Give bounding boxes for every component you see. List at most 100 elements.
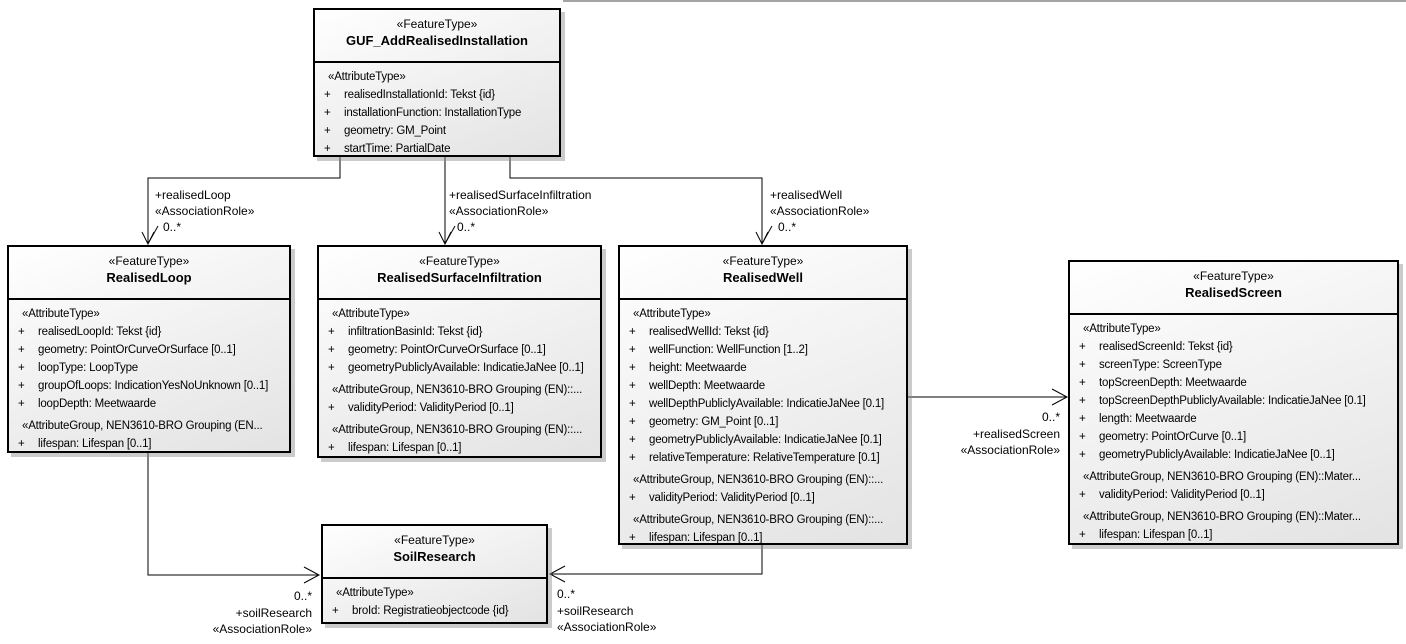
attribute-row: +installationFunction: InstallationType [324, 107, 522, 119]
attribute-row: +height: Meetwaarde [629, 362, 747, 374]
assoc-realisedloop-role: +realisedLoop [155, 188, 231, 202]
attribute-row: +broId: Registratieobjectcode {id} [332, 605, 509, 617]
attribute-row: +length: Meetwaarde [1079, 413, 1197, 425]
attribute-row: +wellDepthPubliclyAvailable: IndicatieJa… [629, 398, 885, 410]
assoc-realisedscreen-role: +realisedScreen [972, 427, 1060, 441]
assoc-realisedwell-role: +realisedWell [770, 188, 843, 202]
class-name: SoilResearch [393, 549, 476, 564]
box-title: «FeatureType» GUF_AddRealisedInstallatio… [315, 10, 559, 63]
attribute-row: +groupOfLoops: IndicationYesNoUnknown [0… [18, 380, 269, 392]
attribute-row: +validityPeriod: ValidityPeriod [0..1] [328, 402, 514, 414]
assoc-soilresearch-left-multiplicity: 0..* [293, 589, 312, 603]
box-title: «FeatureType» RealisedLoop [9, 247, 289, 300]
stereotype-row: «AttributeType» [1083, 323, 1161, 335]
attribute-row: +topScreenDepth: Meetwaarde [1079, 377, 1247, 389]
class-box-realisedsurfaceinfiltration[interactable]: «FeatureType» RealisedSurfaceInfiltratio… [317, 245, 602, 458]
attribute-row: +loopType: LoopType [18, 362, 138, 374]
attribute-row: +lifespan: Lifespan [0..1] [328, 442, 462, 454]
class-box-realisedloop[interactable]: «FeatureType» RealisedLoop «AttributeTyp… [7, 245, 291, 453]
stereotype-label: «FeatureType» [394, 533, 475, 547]
assoc-realisedwell-multiplicity: 0..* [778, 220, 797, 234]
attributes-compartment: «AttributeType» +realisedWellId: Tekst {… [620, 300, 906, 544]
stereotype-row: «AttributeGroup, NEN3610-BRO Grouping (E… [22, 420, 263, 432]
attribute-row: +topScreenDepthPubliclyAvailable: Indica… [1079, 395, 1366, 407]
attributes-compartment: «AttributeType» +realisedLoopId: Tekst {… [9, 300, 289, 451]
assoc-line-realisedwell [509, 157, 763, 243]
assoc-soilresearch-left-role: +soilResearch [235, 606, 312, 620]
attribute-row: +geometry: PointOrCurveOrSurface [0..1] [18, 344, 236, 356]
box-title: «FeatureType» RealisedScreen [1070, 262, 1397, 315]
attribute-row: +geometry: GM_Point [324, 125, 446, 137]
stereotype-label: «FeatureType» [419, 254, 500, 268]
attributes-compartment: «AttributeType» +infiltrationBasinId: Te… [319, 300, 600, 456]
assoc-line-soilresearch-left [147, 453, 318, 576]
class-name: GUF_AddRealisedInstallation [345, 33, 529, 48]
box-title: «FeatureType» RealisedSurfaceInfiltratio… [319, 247, 600, 300]
attribute-row: +loopDepth: Meetwaarde [18, 398, 156, 410]
assoc-line-realisedloop [147, 157, 341, 243]
attribute-row: +startTime: PartialDate [324, 143, 451, 155]
stereotype-row: «AttributeGroup, NEN3610-BRO Grouping (E… [332, 424, 583, 436]
assoc-soilresearch-right-stereotype: «AssociationRole» [557, 620, 657, 634]
attribute-row: +lifespan: Lifespan [0..1] [18, 438, 152, 450]
stereotype-row: «AttributeType» [633, 308, 711, 320]
class-box-guf-addrealisedinstallation[interactable]: «FeatureType» GUF_AddRealisedInstallatio… [313, 8, 561, 157]
assoc-realisedloop-stereotype: «AssociationRole» [155, 204, 255, 218]
class-name: RealisedSurfaceInfiltration [377, 270, 542, 285]
stereotype-row: «AttributeType» [328, 71, 406, 83]
assoc-realisedsurfaceinfiltration-role: +realisedSurfaceInfiltration [449, 188, 592, 202]
attribute-row: +wellFunction: WellFunction [1..2] [629, 344, 808, 356]
class-name: RealisedScreen [1185, 285, 1282, 300]
stereotype-row: «AttributeGroup, NEN3610-BRO Grouping (E… [332, 384, 583, 396]
arrowhead-soilresearch-left [303, 566, 321, 584]
attribute-row: +screenType: ScreenType [1079, 359, 1222, 371]
attributes-compartment: «AttributeType» +realisedInstallationId:… [315, 63, 559, 155]
stereotype-label: «FeatureType» [722, 254, 804, 268]
arrowhead-realisedscreen [1051, 388, 1069, 406]
class-name: RealisedLoop [106, 270, 192, 285]
assoc-realisedscreen-stereotype: «AssociationRole» [960, 443, 1060, 457]
box-title: «FeatureType» RealisedWell [620, 247, 906, 300]
attributes-compartment: «AttributeType» +broId: Registratieobjec… [323, 579, 546, 620]
attribute-row: +realisedScreenId: Tekst {id} [1079, 341, 1233, 353]
assoc-soilresearch-left-stereotype: «AssociationRole» [212, 622, 312, 636]
box-title: «FeatureType» SoilResearch [323, 526, 546, 579]
attribute-row: +validityPeriod: ValidityPeriod [0..1] [1079, 489, 1265, 501]
attribute-row: +geometry: PointOrCurveOrSurface [0..1] [328, 344, 546, 356]
assoc-realisedscreen-multiplicity: 0..* [1041, 410, 1060, 424]
attribute-row: +infiltrationBasinId: Tekst {id} [328, 326, 483, 338]
attribute-row: +realisedWellId: Tekst {id} [629, 326, 769, 338]
attribute-row: +validityPeriod: ValidityPeriod [0..1] [629, 492, 815, 504]
attribute-row: +geometryPubliclyAvailable: IndicatieJaN… [1079, 449, 1335, 461]
arrow-tick-realisedsurfaceinfiltration [445, 225, 456, 243]
attribute-row: +realisedInstallationId: Tekst {id} [324, 89, 495, 101]
assoc-soilresearch-right-multiplicity: 0..* [557, 587, 576, 601]
class-box-soilresearch[interactable]: «FeatureType» SoilResearch «AttributeTyp… [321, 524, 548, 624]
class-name: RealisedWell [723, 270, 803, 285]
attribute-row: +geometryPubliclyAvailable: IndicatieJaN… [629, 434, 882, 446]
stereotype-label: «FeatureType» [108, 254, 190, 268]
attribute-row: +geometry: GM_Point [0..1] [629, 416, 779, 428]
arrowhead-soilresearch-right [548, 565, 566, 583]
arrow-tick-realisedwell [762, 225, 773, 243]
assoc-realisedsurfaceinfiltration-multiplicity: 0..* [457, 220, 476, 234]
stereotype-row: «AttributeType» [22, 308, 100, 320]
attribute-row: +lifespan: Lifespan [0..1] [629, 532, 763, 544]
attribute-row: +relativeTemperature: RelativeTemperatur… [629, 452, 880, 464]
class-box-realisedscreen[interactable]: «FeatureType» RealisedScreen «AttributeT… [1068, 260, 1399, 545]
class-box-realisedwell[interactable]: «FeatureType» RealisedWell «AttributeTyp… [618, 245, 908, 545]
attribute-row: +geometry: PointOrCurve [0..1] [1079, 431, 1246, 443]
attribute-row: +lifespan: Lifespan [0..1] [1079, 529, 1213, 541]
arrow-tick-realisedloop [148, 225, 159, 243]
stereotype-row: «AttributeGroup, NEN3610-BRO Grouping (E… [633, 514, 884, 526]
stereotype-row: «AttributeType» [336, 587, 414, 599]
attribute-row: +geometryPubliclyAvailable: IndicatieJaN… [328, 362, 584, 374]
stereotype-row: «AttributeGroup, NEN3610-BRO Grouping (E… [633, 474, 884, 486]
attribute-row: +wellDepth: Meetwaarde [629, 380, 765, 392]
stereotype-row: «AttributeGroup, NEN3610-BRO Grouping (E… [1083, 471, 1361, 483]
attribute-row: +realisedLoopId: Tekst {id} [18, 326, 162, 338]
assoc-soilresearch-right-role: +soilResearch [557, 604, 634, 618]
stereotype-label: «FeatureType» [1193, 269, 1274, 283]
